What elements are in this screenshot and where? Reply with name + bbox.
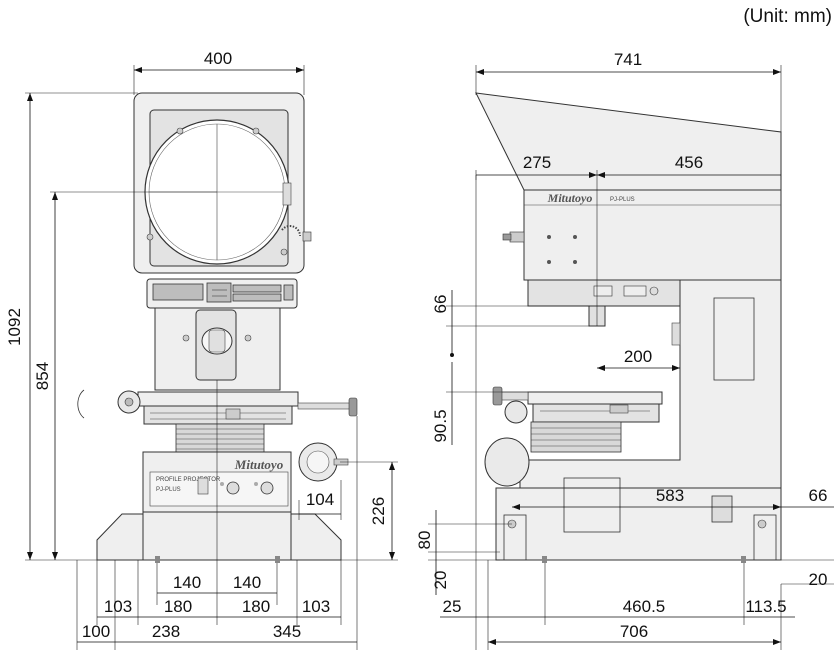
dim-400: 400 [204, 49, 232, 68]
dim-25: 25 [443, 597, 462, 616]
connector-icon-2 [623, 285, 647, 297]
dim-90-5: 90.5 [431, 409, 450, 442]
dim-180-left: 180 [164, 597, 192, 616]
dim-456: 456 [675, 153, 703, 172]
dim-706: 706 [620, 622, 648, 641]
angle-dial-icon [281, 225, 301, 237]
side-view: Mitutoyo PJ-PLUS [475, 92, 782, 563]
lamp-knob-icon [260, 481, 274, 495]
dim-66-lens: 66 [431, 295, 450, 314]
column [154, 307, 281, 391]
dim-854: 854 [33, 362, 52, 390]
dim-226: 226 [369, 497, 388, 525]
dim-345: 345 [273, 622, 301, 641]
brightness-knob-icon [226, 481, 240, 495]
dim-140-right: 140 [233, 573, 261, 592]
front-model-label: PJ-PLUS [156, 487, 181, 493]
dim-583: 583 [656, 486, 684, 505]
dim-200: 200 [624, 347, 652, 366]
dim-20-right: 20 [809, 570, 828, 589]
power-inlet-icon [711, 495, 733, 523]
dim-20-left: 20 [431, 571, 450, 590]
dim-103-left: 103 [104, 597, 132, 616]
side-panel [713, 297, 755, 381]
side-brand-label: Mitutoyo [547, 191, 593, 205]
front-view: Mitutoyo PROFILE PROJECTOR PJ-PLUS [77, 92, 358, 563]
projector-head [133, 92, 312, 274]
hood [475, 92, 782, 191]
bellows [175, 423, 265, 453]
connector-icon [593, 285, 613, 297]
dim-80: 80 [415, 531, 434, 550]
dim-238: 238 [152, 622, 180, 641]
panel-title-label: PROFILE PROJECTOR [156, 477, 221, 483]
unit-label: (Unit: mm) [743, 6, 832, 27]
dim-275: 275 [523, 153, 551, 172]
side-dimensions: 741 275 456 66 200 90.5 583 66 [415, 50, 834, 650]
dim-66-right: 66 [809, 486, 828, 505]
side-micrometer-icon [504, 400, 528, 424]
xy-stage [77, 389, 358, 425]
front-brand-label: Mitutoyo [234, 457, 284, 472]
dim-104: 104 [306, 490, 334, 509]
dim-103-right: 103 [302, 597, 330, 616]
side-stage-knob-icon [492, 386, 503, 406]
dim-460-5: 460.5 [623, 597, 666, 616]
dim-100: 100 [82, 622, 110, 641]
dim-140-left: 140 [173, 573, 201, 592]
front-dimensions: 400 1092 854 104 226 [5, 49, 398, 650]
dim-1092: 1092 [5, 308, 24, 346]
stage-knob-right-icon [348, 397, 358, 417]
dim-113-5: 113.5 [745, 597, 786, 616]
dim-180-right: 180 [242, 597, 270, 616]
side-focus-handle-icon [484, 437, 530, 487]
counter-display [146, 278, 298, 309]
side-model-label: PJ-PLUS [610, 197, 635, 203]
dim-741: 741 [614, 50, 642, 69]
